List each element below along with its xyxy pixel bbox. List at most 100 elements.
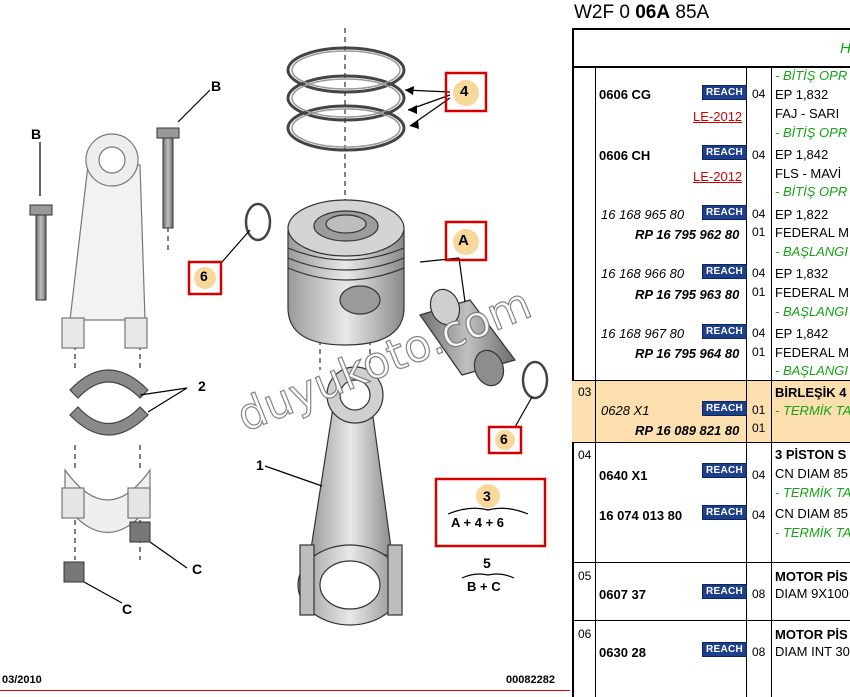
quantity: 04 (752, 87, 766, 101)
parts-diagram: duyukoto.com B B 4 A 6 6 2 1 C C 3 A + 4… (0, 28, 570, 691)
reach-badge: REACH (702, 584, 748, 599)
callout-box-3 (434, 477, 547, 548)
reach-badge: REACH (702, 205, 748, 220)
part-code[interactable]: 0640 X1 (599, 468, 648, 483)
row-number: 03 (578, 385, 592, 399)
row-note: - BİTİŞ OPR (775, 184, 848, 199)
callout-formula-5: B + C (467, 579, 501, 594)
part-code[interactable]: 16 168 967 80 (601, 326, 685, 341)
reach-badge: REACH (702, 85, 748, 100)
part-description: FAJ - SARI (775, 106, 840, 121)
diagram-code: 00082282 (506, 674, 555, 686)
table-row[interactable]: 03 BİRLEŞİK 4 0628 X1 REACH 01 - TERMİK … (572, 380, 850, 442)
quantity: 01 (752, 403, 766, 417)
part-code[interactable]: 16 168 966 80 (601, 266, 685, 281)
table-row[interactable]: 06 MOTOR PİS 0630 28 REACH 08 DIAM INT 3… (572, 620, 850, 697)
callout-label-4[interactable]: 4 (460, 83, 469, 100)
part-code[interactable]: 16 074 013 80 (599, 508, 683, 523)
part-description: EP 1,822 (775, 207, 829, 222)
replacement-part[interactable]: RP 16 795 962 80 (635, 227, 740, 242)
callout-formula-3: A + 4 + 6 (451, 515, 504, 530)
reach-badge: REACH (702, 324, 748, 339)
rod-cap (61, 468, 151, 534)
quantity: 08 (752, 587, 766, 601)
part-description: EP 1,842 (775, 147, 829, 162)
callout-box-6-right (487, 425, 523, 455)
part-code[interactable]: 0606 CH (599, 148, 651, 163)
row-note: - BAŞLANGI (775, 244, 848, 259)
callout-label-C-left: C (122, 601, 133, 617)
callout-box-6-left (187, 260, 223, 296)
table-row[interactable]: 05 MOTOR PİS 0607 37 REACH 08 DIAM 9X100 (572, 562, 850, 620)
callout-label-C-right: C (192, 561, 203, 577)
callout-label-6-left[interactable]: 6 (200, 268, 208, 284)
reach-badge: REACH (702, 264, 748, 279)
quantity: 04 (752, 326, 766, 340)
callout-label-5: 5 (483, 555, 491, 571)
callout-box-4 (444, 71, 488, 113)
part-code[interactable]: 0630 28 (599, 645, 646, 660)
part-description: CN DIAM 85 (775, 506, 848, 521)
part-code[interactable]: 0606 CG (599, 87, 652, 102)
part-description: BİRLEŞİK 4 (775, 385, 847, 400)
quantity: 04 (752, 508, 766, 522)
row-number: 04 (578, 448, 592, 462)
part-code[interactable]: 0607 37 (599, 587, 646, 602)
part-description: EP 1,832 (775, 87, 829, 102)
parts-table-panel: W2F 0 06A 85A H - BİTİŞ OPR 0606 CG REAC… (570, 0, 850, 697)
row-note: - TERMİK TA (775, 485, 850, 500)
callout-label-6-right[interactable]: 6 (500, 431, 508, 447)
bolts (29, 127, 180, 301)
bearing-shells (69, 369, 149, 436)
part-description: FEDERAL M (775, 285, 849, 300)
piston-rings (286, 46, 406, 152)
left-connecting-rod (61, 133, 148, 349)
quantity: 04 (752, 148, 766, 162)
table-row[interactable]: - BİTİŞ OPR 0606 CG REACH 04 EP 1,832 FA… (572, 66, 850, 380)
part-description: MOTOR PİS (775, 569, 848, 584)
replacement-part[interactable]: RP 16 795 964 80 (635, 346, 740, 361)
link-le-2012[interactable]: LE-2012 (693, 169, 743, 184)
document-title: W2F 0 06A 85A (574, 2, 710, 23)
part-description: MOTOR PİS (775, 627, 848, 642)
quantity: 04 (752, 266, 766, 280)
nuts (63, 521, 151, 583)
callout-label-A[interactable]: A (458, 232, 469, 249)
part-description: DIAM INT 30 (775, 644, 850, 659)
callout-box-A (444, 220, 488, 262)
part-description: 3 PİSTON S (775, 447, 847, 462)
circlips (244, 202, 549, 400)
callout-label-B-left: B (31, 126, 42, 142)
quantity: 04 (752, 207, 766, 221)
header-fragment: H (840, 40, 850, 57)
reach-badge: REACH (702, 642, 748, 657)
part-description: CN DIAM 85 (775, 466, 848, 481)
part-description: FEDERAL M (775, 225, 849, 240)
quantity: 01 (752, 225, 766, 239)
diagram-date: 03/2010 (2, 674, 42, 686)
reach-badge: REACH (702, 401, 748, 416)
part-code[interactable]: 16 168 965 80 (601, 207, 685, 222)
callout-label-2: 2 (198, 378, 206, 394)
part-code[interactable]: 0628 X1 (601, 403, 650, 418)
row-note: - BİTİŞ OPR (775, 125, 848, 140)
replacement-part[interactable]: RP 16 089 821 80 (635, 423, 740, 438)
title-rule (572, 28, 850, 30)
table-row[interactable]: 04 3 PİSTON S 0640 X1 REACH 04 CN DIAM 8… (572, 442, 850, 562)
replacement-part[interactable]: RP 16 795 963 80 (635, 287, 740, 302)
row-note: - BİTİŞ OPR (775, 68, 848, 83)
quantity: 08 (752, 645, 766, 659)
part-description: EP 1,842 (775, 326, 829, 341)
row-note: - BAŞLANGI (775, 304, 848, 319)
part-description: DIAM 9X100 (775, 586, 849, 601)
row-note: - TERMİK TA (775, 525, 850, 540)
callout-label-1: 1 (256, 457, 264, 473)
piston (287, 199, 405, 346)
callout-label-B-top: B (211, 78, 222, 94)
connecting-rod (297, 366, 403, 626)
link-le-2012[interactable]: LE-2012 (693, 109, 743, 124)
callout-label-3[interactable]: 3 (483, 488, 491, 504)
gudgeon-pin (419, 288, 517, 387)
quantity: 01 (752, 345, 766, 359)
part-description: FLS - MAVİ (775, 166, 842, 181)
